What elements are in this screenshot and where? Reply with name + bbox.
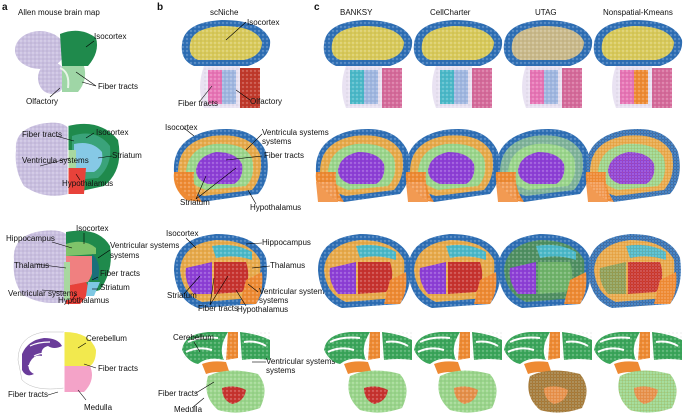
panel-b-annotations: Isocortex Fiber tracts Olfactory Isocort…	[158, 18, 335, 414]
b-label-ventricular-4: Ventricular systems	[266, 357, 335, 366]
b-label-thalamus-3: Thalamus	[270, 261, 305, 270]
allen-leaders-4	[47, 342, 97, 401]
a-label-medulla-4: Medulla	[84, 403, 113, 412]
b-label-ventricula-2: Ventricula systems	[262, 128, 329, 137]
a-label-fiber-tracts-2: Fiber tracts	[22, 130, 62, 139]
panel-b-title: scNiche	[210, 8, 239, 17]
b-label-cerebellum-4: Cerebellum	[173, 333, 214, 342]
a-label-striatum-3: Striatum	[100, 283, 130, 292]
panel-a-annotations: Isocortex Fiber tracts Olfactory Fiber t…	[6, 32, 179, 412]
a-label-ventricula-2: Ventricula systems	[22, 156, 89, 165]
a-label-cerebellum-4: Cerebellum	[86, 334, 127, 343]
allen-section-2	[15, 122, 120, 196]
b-label-fiber-tracts-4: Fiber tracts	[158, 389, 198, 398]
b-label-olfactory-1: Olfactory	[250, 97, 282, 106]
a-label-fiber-tracts-4a: Fiber tracts	[98, 364, 138, 373]
allen-leaders-1	[49, 40, 97, 98]
b-label-isocortex-3: Isocortex	[166, 229, 198, 238]
method-title-banksy: BANKSY	[340, 8, 373, 17]
allen-section-4	[17, 331, 96, 392]
a-label-ventricular-3b: Ventricular systems	[8, 289, 77, 298]
a-label-hippocampus-3: Hippocampus	[6, 234, 55, 243]
scniche-sections	[173, 20, 271, 413]
allen-section-1	[15, 30, 97, 94]
allen-section-3	[13, 230, 111, 304]
a-label-isocortex-3: Isocortex	[76, 224, 108, 233]
b-label-striatum-3: Striatum	[167, 291, 197, 300]
a-label-olfactory-1: Olfactory	[26, 97, 58, 106]
b-label-hypothalamus-3: Hypothalamus	[237, 305, 288, 314]
a-label-isocortex-1: Isocortex	[94, 32, 126, 41]
method-title-utag: UTAG	[535, 8, 557, 17]
method-sections	[315, 20, 683, 413]
b-label-medulla-4: Medulla	[174, 405, 203, 414]
b-label-ventricular-3-line2: systems	[259, 296, 288, 305]
a-label-fiber-tracts-4b: Fiber tracts	[8, 390, 48, 399]
b-label-fiber-tracts-3: Fiber tracts	[198, 304, 238, 313]
b-label-ventricular-4-line2: systems	[266, 366, 295, 375]
panel-a-label: a	[2, 2, 8, 13]
b-label-hypothalamus-2: Hypothalamus	[250, 203, 301, 212]
b-label-ventricular-3: Ventricular systems	[259, 287, 328, 296]
panel-c-label: c	[314, 2, 320, 13]
b-label-ventricula-2-line2: systems	[262, 137, 291, 146]
allen-leaders-3	[35, 233, 111, 301]
panel-b-leaders	[183, 21, 271, 409]
panel-b-label: b	[157, 2, 164, 13]
b-label-fiber-tracts-2: Fiber tracts	[264, 151, 304, 160]
method-title-cellcharter: CellCharter	[430, 8, 471, 17]
a-label-thalamus-3: Thalamus	[14, 261, 49, 270]
b-label-hippocampus-3: Hippocampus	[262, 238, 311, 247]
b-label-isocortex-1: Isocortex	[247, 18, 279, 27]
a-label-hypothalamus-3: Hypothalamus	[58, 296, 109, 305]
a-label-isocortex-2: Isocortex	[96, 128, 128, 137]
allen-leaders-2	[39, 132, 113, 181]
a-label-fiber-tracts-1: Fiber tracts	[98, 82, 138, 91]
a-label-hypothalamus-2: Hypothalamus	[62, 179, 113, 188]
a-label-fiber-tracts-3: Fiber tracts	[100, 269, 140, 278]
b-label-striatum-2: Striatum	[180, 198, 210, 207]
a-label-ventricular-3a: Ventricular systems	[110, 241, 179, 250]
a-label-ventricular-3a-line2: systems	[110, 251, 139, 260]
a-label-striatum-2: Striatum	[112, 151, 142, 160]
b-label-fiber-tracts-1: Fiber tracts	[178, 99, 218, 108]
b-label-isocortex-2: Isocortex	[165, 123, 197, 132]
panel-a-title: Allen mouse brain map	[18, 8, 100, 17]
method-title-nonspatial-kmeans: Nonspatial-Kmeans	[603, 8, 673, 17]
